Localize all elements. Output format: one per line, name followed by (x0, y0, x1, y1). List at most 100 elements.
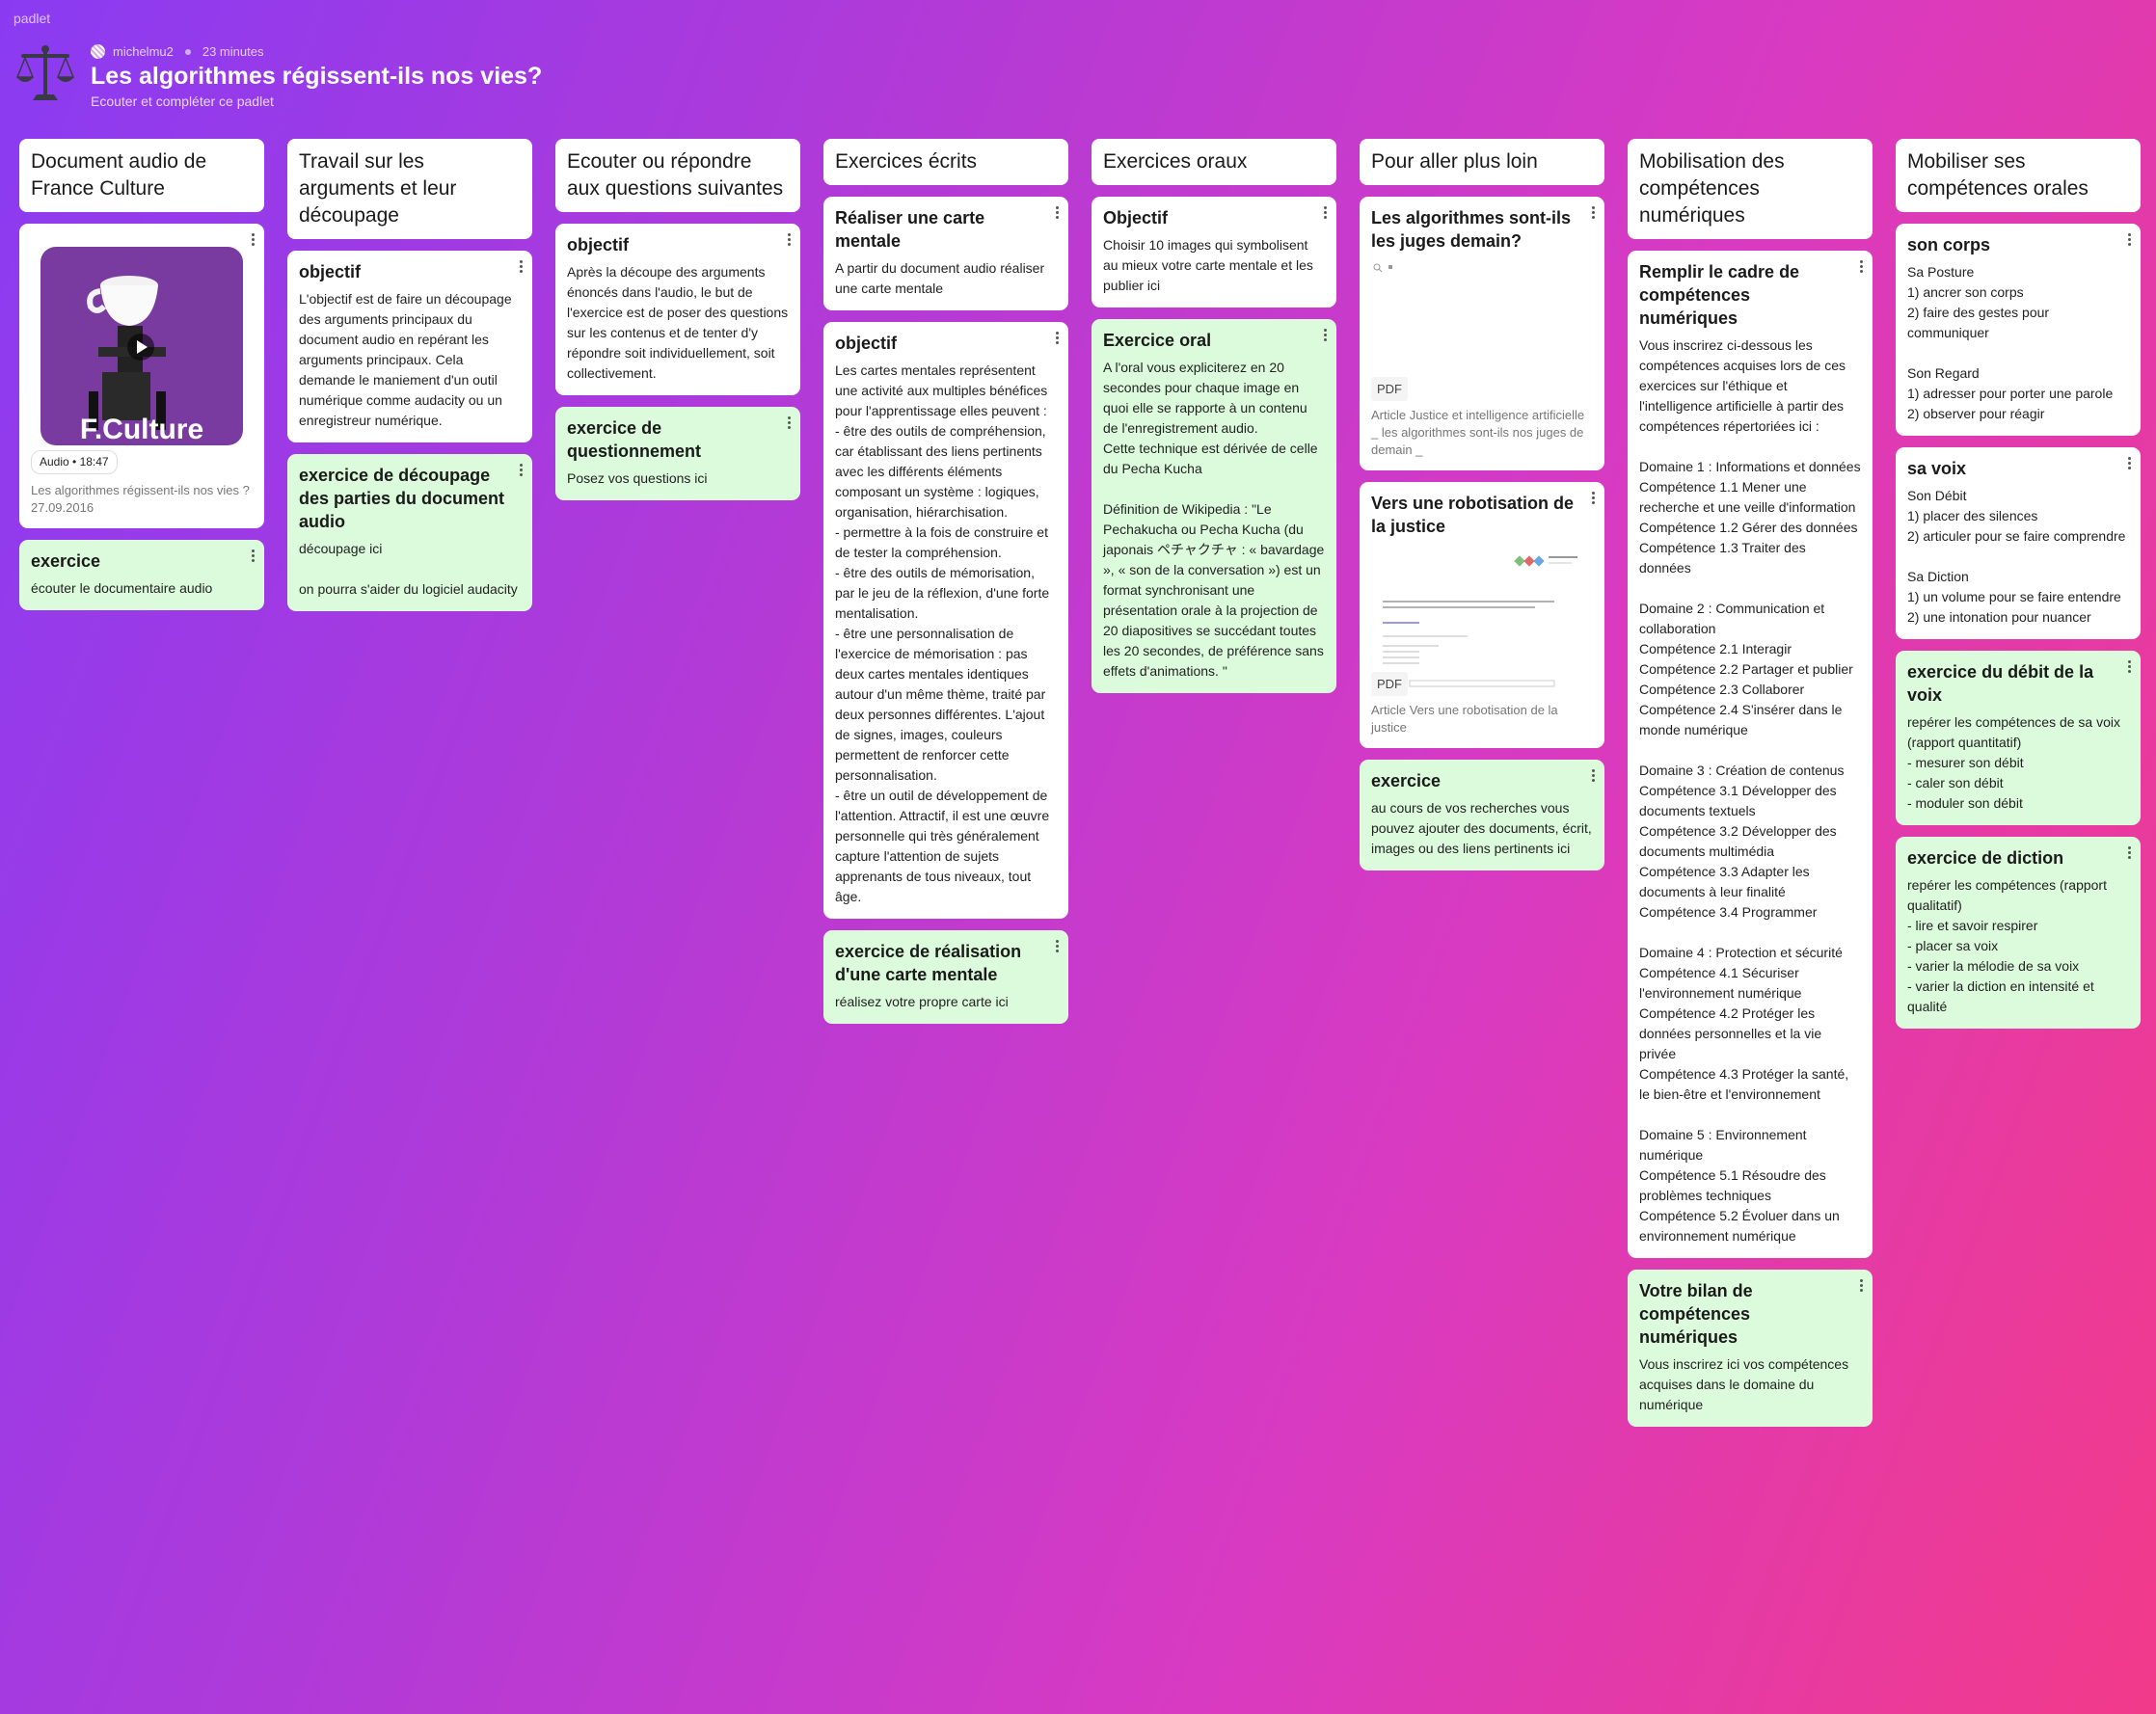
post-card[interactable]: objectif Les cartes mentales représenten… (823, 322, 1068, 919)
post-body: Après la découpe des arguments énoncés d… (567, 264, 789, 381)
more-options-icon[interactable] (1860, 1279, 1864, 1292)
pdf-thumbnail[interactable]: PDF (1371, 544, 1593, 698)
post-body: Son Débit 1) placer des silences 2) arti… (1907, 488, 2126, 625)
column-title[interactable]: Mobiliser ses compétences orales (1896, 139, 2141, 212)
column-exercices-oraux: Exercices oraux Objectif Choisir 10 imag… (1091, 139, 1336, 1427)
post-title: Les algorithmes sont-ils les juges demai… (1371, 208, 1572, 251)
post-card[interactable]: objectif Après la découpe des arguments … (555, 224, 800, 395)
padlet-header: michelmu2 23 minutes Les algorithmes rég… (15, 42, 542, 109)
france-culture-thumbnail[interactable]: F.Culture (40, 247, 243, 445)
pdf-badge: PDF (1371, 672, 1408, 696)
post-title: exercice de réalisation d'une carte ment… (835, 942, 1022, 984)
column-title[interactable]: Exercices oraux (1091, 139, 1336, 185)
post-body: au cours de vos recherches vous pouvez a… (1371, 800, 1592, 856)
post-card[interactable]: exercice de questionnement Posez vos que… (555, 407, 800, 500)
column-title[interactable]: Pour aller plus loin (1360, 139, 1604, 185)
more-options-icon[interactable] (2128, 457, 2132, 469)
pdf-page-preview-icon (1373, 263, 1392, 273)
audio-caption: Les algorithmes régissent-ils nos vies ?… (31, 483, 250, 515)
pdf-badge: PDF (1371, 377, 1408, 401)
audio-duration-badge: Audio • 18:47 (31, 450, 118, 474)
pdf-post-card[interactable]: Les algorithmes sont-ils les juges demai… (1360, 197, 1604, 470)
more-options-icon[interactable] (1592, 206, 1596, 219)
pdf-thumbnail[interactable]: PDF (1371, 258, 1593, 403)
author-name[interactable]: michelmu2 (113, 44, 174, 59)
post-card[interactable]: Remplir le cadre de compétences numériqu… (1628, 251, 1873, 1258)
post-title: son corps (1907, 235, 1991, 254)
board-columns: Document audio de France Culture F.Cultu… (19, 139, 2141, 1427)
column-title[interactable]: Exercices écrits (823, 139, 1068, 185)
post-card[interactable]: exercice du débit de la voix repérer les… (1896, 651, 2141, 825)
post-title: exercice de diction (1907, 848, 2064, 868)
more-options-icon[interactable] (788, 416, 792, 429)
updated-time: 23 minutes (202, 44, 264, 59)
pdf-page-preview-icon (1383, 555, 1577, 687)
post-card[interactable]: Votre bilan de compétences numériques Vo… (1628, 1270, 1873, 1427)
post-body: découpage ici on pourra s'aider du logic… (299, 541, 518, 597)
post-title: sa voix (1907, 459, 1967, 478)
post-title: exercice du débit de la voix (1907, 662, 2094, 705)
more-options-icon[interactable] (2128, 846, 2132, 859)
france-culture-logo-text: F.Culture (79, 414, 204, 445)
post-body: Sa Posture 1) ancrer son corps 2) faire … (1907, 264, 2114, 421)
post-card[interactable]: Réaliser une carte mentale A partir du d… (823, 197, 1068, 310)
post-card[interactable]: exercice écouter le documentaire audio (19, 540, 264, 610)
column-competences-orales: Mobiliser ses compétences orales son cor… (1896, 139, 2141, 1427)
post-card[interactable]: exercice de découpage des parties du doc… (287, 454, 532, 611)
post-card[interactable]: Objectif Choisir 10 images qui symbolise… (1091, 197, 1336, 308)
column-arguments: Travail sur les arguments et leur découp… (287, 139, 532, 1427)
more-options-icon[interactable] (2128, 233, 2132, 246)
post-card[interactable]: objectif L'objectif est de faire un déco… (287, 251, 532, 442)
post-title: objectif (835, 334, 898, 353)
post-card[interactable]: exercice de réalisation d'une carte ment… (823, 930, 1068, 1024)
post-card[interactable]: exercice au cours de vos recherches vous… (1360, 760, 1604, 870)
more-options-icon[interactable] (1056, 940, 1060, 952)
post-body: écouter le documentaire audio (31, 580, 213, 596)
post-body: Vous inscrirez ci-dessous les compétence… (1639, 337, 1861, 1244)
column-pour-aller-plus-loin: Pour aller plus loin Les algorithmes son… (1360, 139, 1604, 1427)
more-options-icon[interactable] (2128, 660, 2132, 673)
scale-of-justice-icon (15, 45, 75, 100)
more-options-icon[interactable] (252, 233, 256, 246)
post-body: L'objectif est de faire un découpage des… (299, 291, 512, 428)
post-body: Choisir 10 images qui symbolisent au mie… (1103, 237, 1313, 293)
post-card[interactable]: son corps Sa Posture 1) ancrer son corps… (1896, 224, 2141, 436)
post-body: Vous inscrirez ici vos compétences acqui… (1639, 1356, 1849, 1412)
post-body: A l'oral vous expliciterez en 20 seconde… (1103, 360, 1325, 679)
separator-dot-icon (184, 48, 191, 55)
author-avatar[interactable] (91, 44, 105, 59)
post-card[interactable]: exercice de diction repérer les compéten… (1896, 837, 2141, 1029)
column-questions: Ecouter ou répondre aux questions suivan… (555, 139, 800, 1427)
post-card[interactable]: Exercice oral A l'oral vous expliciterez… (1091, 319, 1336, 693)
post-title: Votre bilan de compétences numériques (1639, 1281, 1753, 1347)
column-title[interactable]: Travail sur les arguments et leur découp… (287, 139, 532, 239)
more-options-icon[interactable] (520, 260, 524, 273)
more-options-icon[interactable] (520, 464, 524, 476)
more-options-icon[interactable] (1592, 492, 1596, 504)
more-options-icon[interactable] (1056, 206, 1060, 219)
more-options-icon[interactable] (1324, 206, 1328, 219)
cup-head-figure-icon (87, 276, 166, 430)
pdf-post-card[interactable]: Vers une robotisation de la justice (1360, 482, 1604, 748)
post-card[interactable]: sa voix Son Débit 1) placer des silences… (1896, 447, 2141, 639)
post-body: réalisez votre propre carte ici (835, 994, 1009, 1009)
column-document-audio: Document audio de France Culture F.Cultu… (19, 139, 264, 1427)
column-title[interactable]: Ecouter ou répondre aux questions suivan… (555, 139, 800, 212)
post-title: exercice (31, 551, 101, 571)
more-options-icon[interactable] (1592, 769, 1596, 782)
more-options-icon[interactable] (1056, 332, 1060, 344)
audio-post-card[interactable]: F.Culture Audio • 18:47 Les algorithmes … (19, 224, 264, 528)
column-title[interactable]: Mobilisation des compétences numériques (1628, 139, 1873, 239)
post-body: Posez vos questions ici (567, 470, 708, 486)
more-options-icon[interactable] (1324, 329, 1328, 341)
post-title: Objectif (1103, 208, 1169, 228)
column-exercices-ecrits: Exercices écrits Réaliser une carte ment… (823, 139, 1068, 1427)
more-options-icon[interactable] (788, 233, 792, 246)
post-title: Réaliser une carte mentale (835, 208, 985, 251)
column-title[interactable]: Document audio de France Culture (19, 139, 264, 212)
column-competences-numeriques: Mobilisation des compétences numériques … (1628, 139, 1873, 1427)
padlet-logo[interactable]: padlet (13, 11, 51, 26)
more-options-icon[interactable] (252, 549, 256, 562)
post-title: Exercice oral (1103, 331, 1212, 350)
more-options-icon[interactable] (1860, 260, 1864, 273)
